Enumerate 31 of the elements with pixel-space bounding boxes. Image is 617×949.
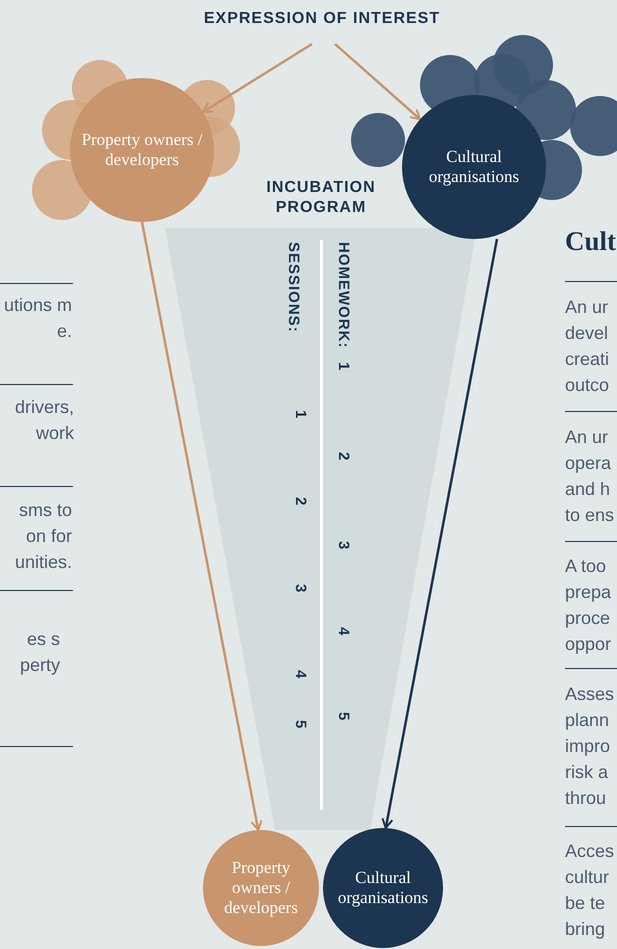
description-text: Acces cultur be te bring xyxy=(565,840,616,941)
schedule-label: 3 xyxy=(292,584,309,594)
description-text: An ur opera and h to ens xyxy=(565,426,616,527)
schedule-label: 2 xyxy=(292,497,309,506)
schedule-label: 4 xyxy=(335,627,352,636)
schedule-label: 3 xyxy=(335,541,352,550)
arrow xyxy=(334,43,422,120)
schedule-label: 2 xyxy=(335,452,352,462)
schedule-label: 5 xyxy=(335,712,352,722)
description-text: Asses plann impro risk a throu xyxy=(565,683,616,810)
schedule-label: 5 xyxy=(292,720,309,730)
description-text: sms to on for unities. xyxy=(14,499,72,574)
description-text: utions m e. xyxy=(2,294,72,343)
circle-node: Cultural organisations xyxy=(323,828,443,948)
description-text: An ur devel creati outco xyxy=(565,296,610,397)
arrow xyxy=(140,222,262,832)
schedule-label: 4 xyxy=(292,670,309,680)
arrow xyxy=(382,238,498,830)
stage-heading: EXPRESSION OF INTEREST xyxy=(172,10,472,28)
arrow xyxy=(202,42,313,113)
schedule-label: HOMEWORK: xyxy=(335,242,352,348)
schedule-label: 1 xyxy=(335,362,352,372)
description-text: es s perty xyxy=(18,628,60,677)
description-text: A too prepa proce oppor xyxy=(565,555,612,656)
schedule-label: SESSIONS: xyxy=(285,242,302,333)
circle-node: Cultural organisations xyxy=(402,95,546,239)
schedule-label: 1 xyxy=(292,410,309,420)
section-title: INCUBATION PROGRAM xyxy=(265,178,377,218)
column-heading: Cult xyxy=(565,226,616,257)
circle-node: Property owners / developers xyxy=(203,830,319,946)
description-text: drivers, work xyxy=(14,396,74,445)
